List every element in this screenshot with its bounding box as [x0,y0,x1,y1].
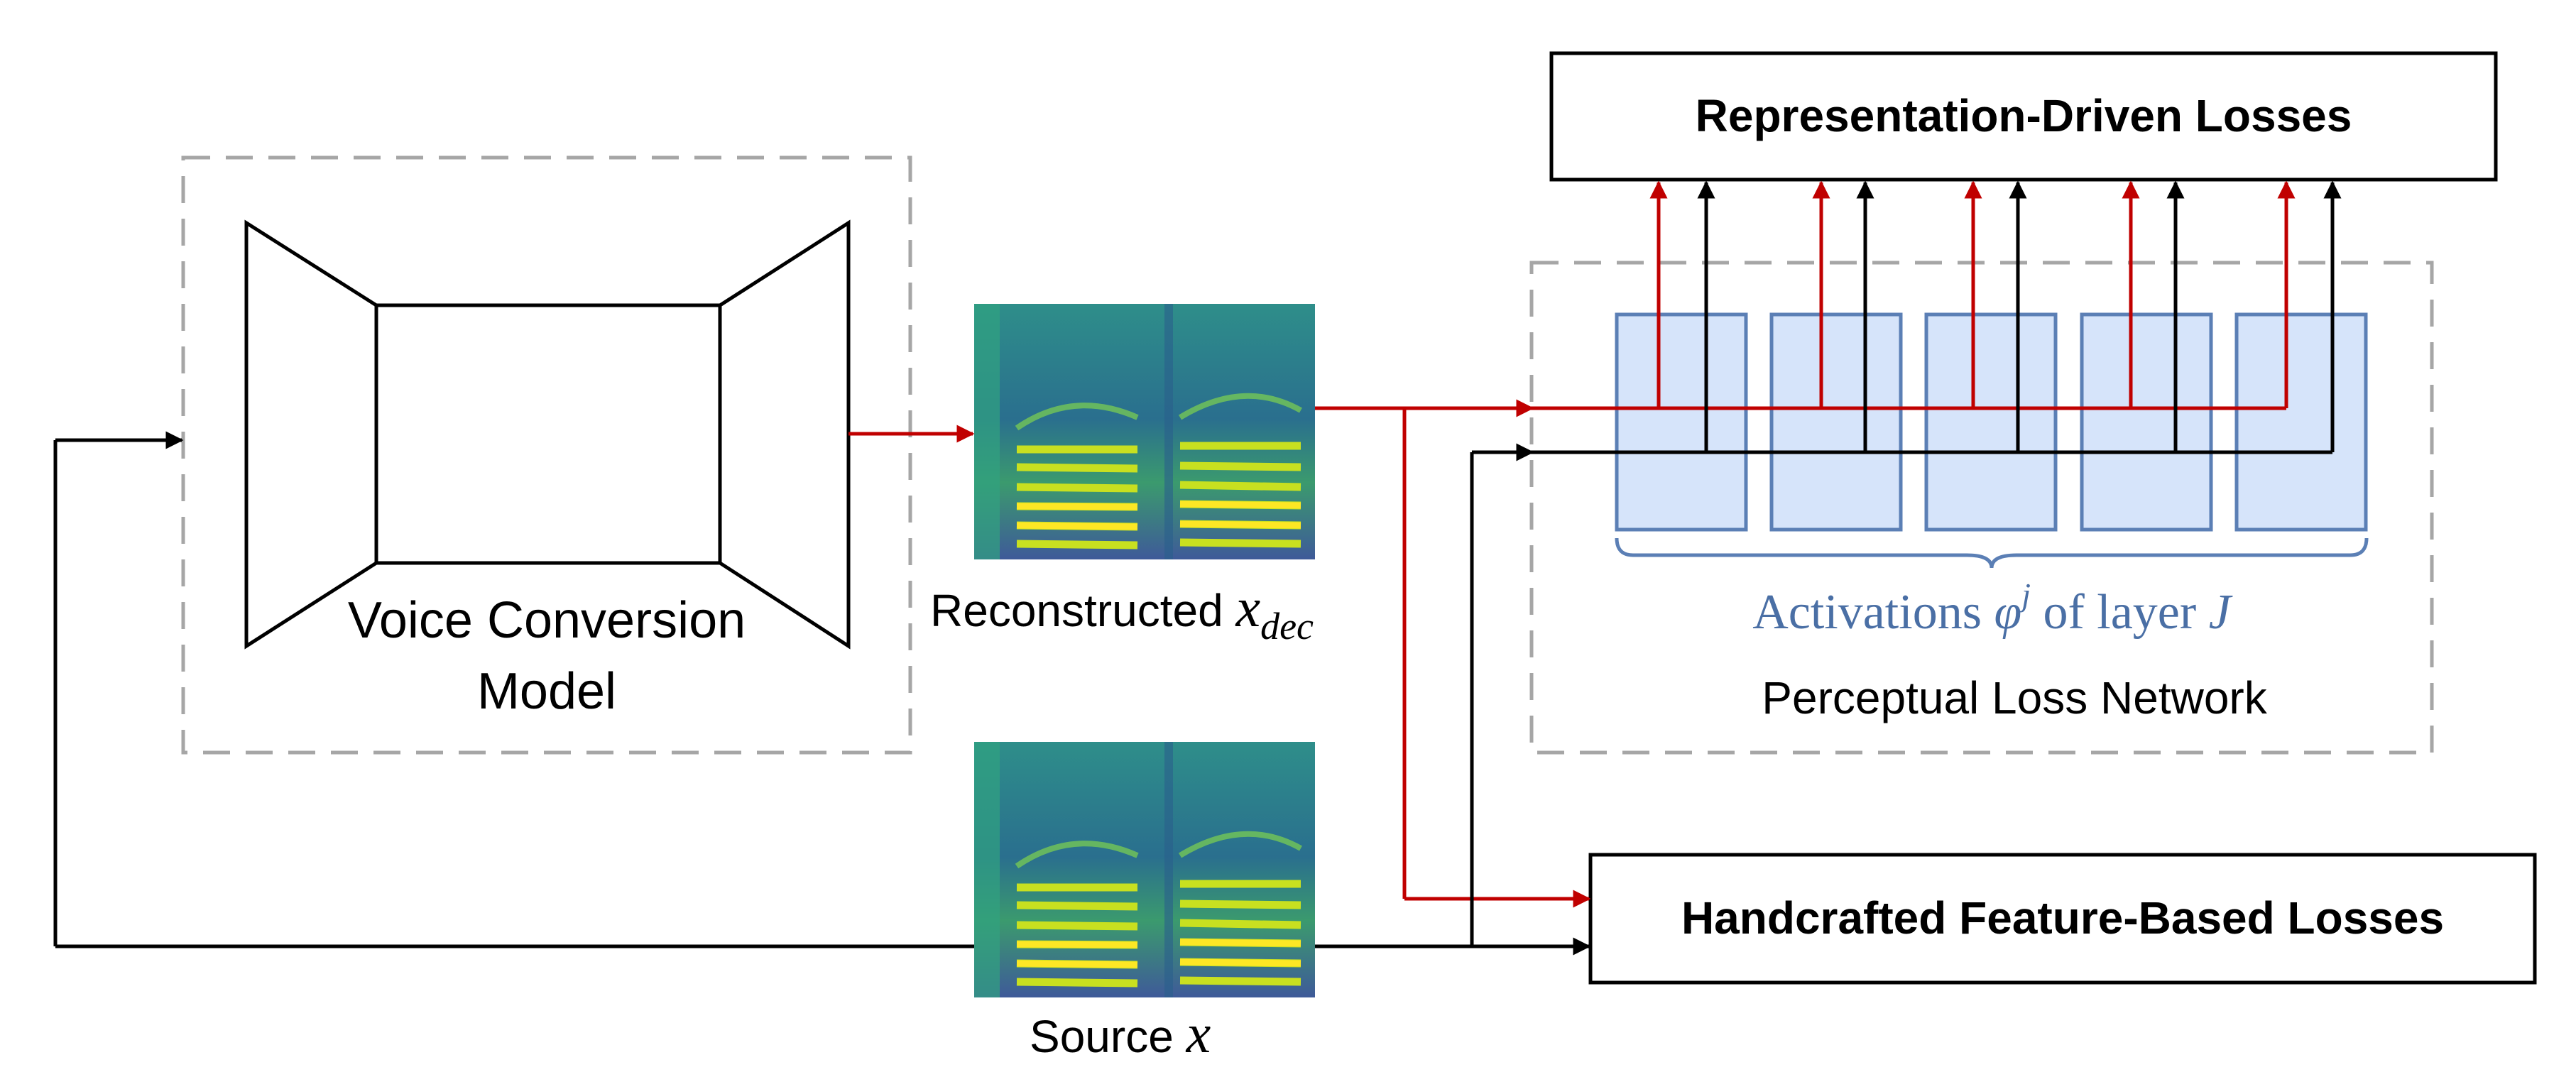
source-label: Source x [1030,1002,1211,1064]
source-spectrogram [974,742,1315,997]
handcrafted-losses-box [1588,853,2537,985]
network-layer-5 [2234,312,2368,532]
network-layer-4 [2080,312,2213,532]
vc-model-label-line2: Model [477,663,616,720]
handcrafted-losses-label: Handcrafted Feature-Based Losses [1681,892,2444,944]
reconstructed-spectrogram [974,304,1315,559]
network-layer-2 [1769,312,1903,532]
vc-model-dashed-frame [181,155,912,755]
activations-brace [1615,537,2369,569]
source-path [53,180,2342,956]
network-layer-3 [1924,312,2058,532]
vc-model-shape [244,219,851,650]
activations-label: Activations φj of layer J [1752,576,2232,640]
perceptual-network-label: Perceptual Loss Network [1762,672,2267,723]
reconstructed-label: Reconstructed xdec [930,576,1314,647]
representation-losses-box [1549,51,2498,182]
vc-model-label-line1: Voice Conversion [348,592,746,649]
network-layer-1 [1615,312,1748,532]
reconstructed-path [848,180,2296,908]
representation-losses-label: Representation-Driven Losses [1696,90,2352,141]
perceptual-network-dashed-frame [1529,261,2434,755]
